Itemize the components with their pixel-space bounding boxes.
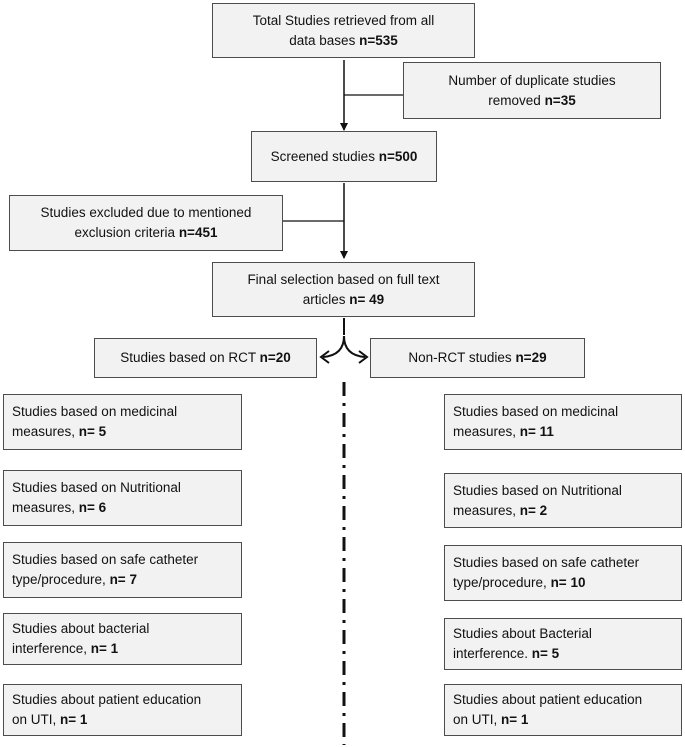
rct-item-medicinal: Studies based on medicinal measures, n= … xyxy=(3,394,242,450)
excluded-line2: exclusion criteria n=451 xyxy=(75,223,218,243)
rct-item-line1: Studies based on Nutritional xyxy=(12,480,181,495)
non-rct-item-line1: Studies about patient education xyxy=(453,692,643,707)
duplicates-line2: removed n=35 xyxy=(488,91,575,111)
non-rct-item-label: type/procedure, xyxy=(453,575,551,590)
rct-item-label: type/procedure, xyxy=(12,572,110,587)
rct-item-label: interference, xyxy=(12,641,91,656)
rct-item-line2: on UTI, n= 1 xyxy=(12,710,233,730)
screened-line: Screened studies n=500 xyxy=(271,147,418,167)
rct-count: n=20 xyxy=(259,350,291,365)
final-line2: articles n= 49 xyxy=(303,290,384,310)
rct-item-count: n= 6 xyxy=(78,500,107,515)
final-count: n= 49 xyxy=(349,291,385,307)
rct-item-line2: measures, n= 6 xyxy=(12,498,233,518)
rct-label: Studies based on RCT xyxy=(120,350,260,365)
non-rct-label: Non-RCT studies xyxy=(408,350,516,365)
box-non-rct: Non-RCT studies n=29 xyxy=(370,338,585,378)
non-rct-item-label: interference. xyxy=(453,646,532,661)
rct-item-count: n= 5 xyxy=(78,424,107,439)
duplicates-count: n=35 xyxy=(544,92,576,108)
rct-item-line1: Studies based on medicinal xyxy=(12,404,178,419)
rct-item-bacterial: Studies about bacterial interference, n=… xyxy=(3,613,242,665)
non-rct-item-line2: on UTI, n= 1 xyxy=(453,710,673,730)
non-rct-item-line2: measures, n= 2 xyxy=(453,501,673,521)
non-rct-item-count: n= 1 xyxy=(501,712,529,727)
non-rct-item-line1: Studies based on Nutritional xyxy=(453,482,622,498)
total-count: n=535 xyxy=(359,32,398,48)
rct-item-count: n= 1 xyxy=(60,712,88,727)
screened-label: Screened studies xyxy=(270,148,379,164)
rct-item-label: on UTI, xyxy=(12,712,61,727)
non-rct-item-line1: Studies based on medicinal xyxy=(453,404,619,419)
total-label: data bases xyxy=(289,32,360,48)
final-line1: Final selection based on full text xyxy=(247,271,440,287)
rct-item-catheter: Studies based on safe catheter type/proc… xyxy=(3,542,242,598)
non-rct-item-line2: interference. n= 5 xyxy=(453,644,673,664)
split-arrow-right xyxy=(343,335,366,358)
split-arrowhead-right xyxy=(358,350,369,364)
rct-item-line1: Studies based on safe catheter xyxy=(12,552,199,567)
rct-item-line2: interference, n= 1 xyxy=(12,639,233,659)
non-rct-item-count: n= 10 xyxy=(550,575,586,590)
split-arrowhead-left xyxy=(319,350,330,364)
non-rct-item-bacterial: Studies about Bacterial interference. n=… xyxy=(444,618,682,670)
excluded-line1: Studies excluded due to mentioned xyxy=(40,205,252,220)
rct-item-nutritional: Studies based on Nutritional measures, n… xyxy=(3,470,242,526)
box-screened: Screened studies n=500 xyxy=(251,131,437,182)
rct-item-education: Studies about patient education on UTI, … xyxy=(3,684,242,736)
non-rct-item-label: measures, xyxy=(453,502,520,518)
box-rct: Studies based on RCT n=20 xyxy=(94,338,317,378)
rct-item-line1: Studies about patient education xyxy=(12,692,202,707)
non-rct-item-line2: type/procedure, n= 10 xyxy=(453,573,673,593)
box-duplicates: Number of duplicate studies removed n=35 xyxy=(403,62,661,119)
final-label: articles xyxy=(302,291,350,307)
non-rct-item-count: n= 5 xyxy=(531,646,560,661)
non-rct-line: Non-RCT studies n=29 xyxy=(408,348,546,368)
non-rct-item-nutritional: Studies based on Nutritional measures, n… xyxy=(444,473,682,528)
rct-item-line2: type/procedure, n= 7 xyxy=(12,570,233,590)
rct-item-count: n= 1 xyxy=(90,641,119,656)
non-rct-item-medicinal: Studies based on medicinal measures, n= … xyxy=(444,394,682,450)
rct-item-label: measures, xyxy=(12,424,79,439)
rct-item-line1: Studies about bacterial xyxy=(12,621,150,636)
non-rct-item-line1: Studies based on safe catheter xyxy=(453,555,640,570)
rct-item-label: measures, xyxy=(12,500,79,515)
rct-item-line2: measures, n= 5 xyxy=(12,422,233,442)
box-excluded: Studies excluded due to mentioned exclus… xyxy=(9,195,283,251)
non-rct-item-line2: measures, n= 11 xyxy=(453,422,673,442)
non-rct-item-line1: Studies about Bacterial xyxy=(453,626,592,641)
duplicates-label: removed xyxy=(488,92,545,108)
non-rct-item-catheter: Studies based on safe catheter type/proc… xyxy=(444,545,682,601)
non-rct-item-education: Studies about patient education on UTI, … xyxy=(444,684,682,736)
box-final-selection: Final selection based on full text artic… xyxy=(212,262,475,317)
duplicates-line1: Number of duplicate studies xyxy=(448,72,616,88)
total-line2: data bases n=535 xyxy=(289,31,397,51)
non-rct-count: n=29 xyxy=(515,350,547,365)
non-rct-item-label: on UTI, xyxy=(453,712,502,727)
box-total-studies: Total Studies retrieved from all data ba… xyxy=(212,3,475,58)
non-rct-item-count: n= 2 xyxy=(519,502,548,518)
total-line1: Total Studies retrieved from all xyxy=(252,12,435,28)
excluded-label: exclusion criteria xyxy=(74,225,179,240)
non-rct-item-label: measures, xyxy=(453,424,520,439)
screened-count: n=500 xyxy=(378,148,418,164)
excluded-count: n=451 xyxy=(178,225,218,240)
non-rct-item-count: n= 11 xyxy=(519,424,554,439)
rct-item-count: n= 7 xyxy=(109,572,137,587)
rct-line: Studies based on RCT n=20 xyxy=(120,348,291,368)
